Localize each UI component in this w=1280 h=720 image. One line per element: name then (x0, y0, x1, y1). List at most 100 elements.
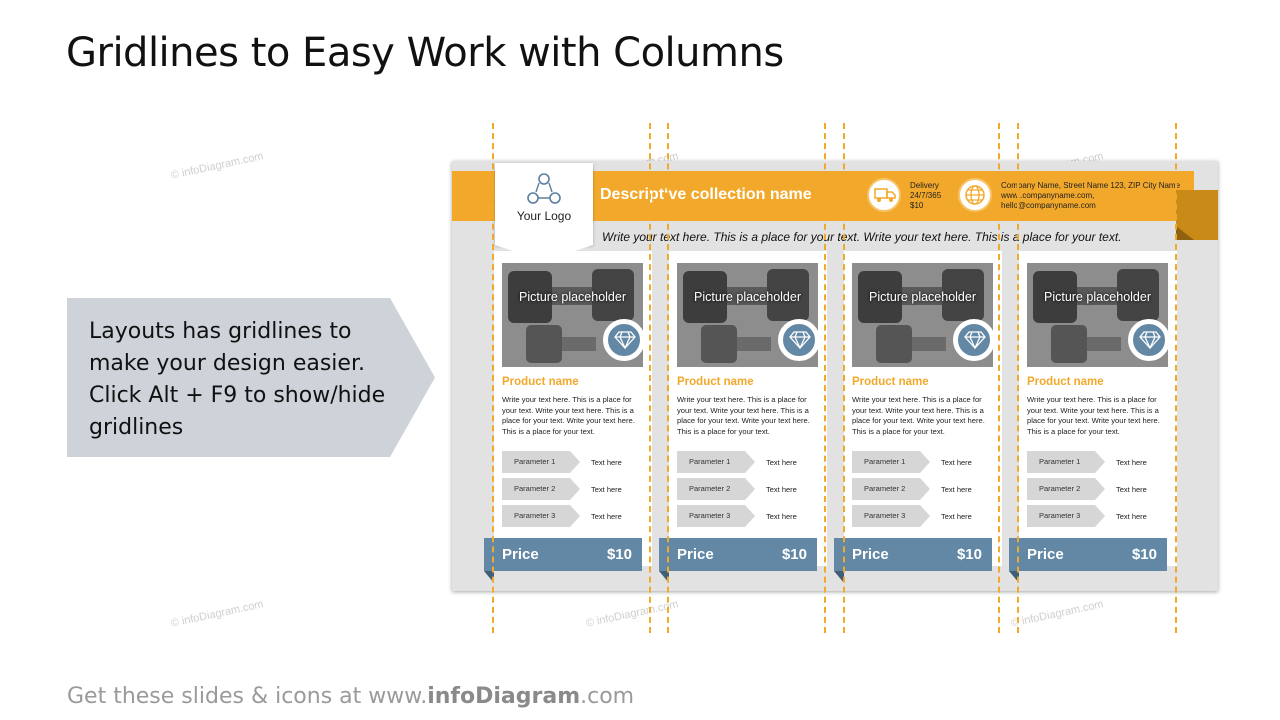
product-name: Product name (502, 376, 579, 388)
parameter-label: Parameter 2 (1039, 484, 1081, 493)
parameter-chip: Parameter 3 (677, 505, 755, 527)
parameter-value: Text here (1116, 512, 1147, 521)
footer-suffix: .com (580, 684, 635, 709)
collection-name: Descriptʻve collection name (600, 186, 812, 203)
column-gridline (667, 123, 669, 633)
product-description: Write your text here. This is a place fo… (1027, 395, 1160, 436)
watermark: © infoDiagram.com (584, 598, 680, 630)
parameter-row: Parameter 1 Text here (852, 451, 997, 473)
watermark: © infoDiagram.com (169, 598, 265, 630)
diamond-badge (1128, 319, 1170, 361)
parameter-value: Text here (941, 512, 972, 521)
parameter-value: Text here (1116, 485, 1147, 494)
parameter-label: Parameter 2 (864, 484, 906, 493)
contact-line: Company Name, Street Name 123, ZIP City … (1001, 181, 1181, 190)
price-bar: Price $10 (659, 538, 817, 571)
header-fold (1176, 190, 1218, 240)
parameter-label: Parameter 3 (689, 511, 731, 520)
diamond-icon (789, 331, 811, 349)
parameter-chip: Parameter 2 (1027, 478, 1105, 500)
parameter-value: Text here (766, 458, 797, 467)
globe-icon (965, 185, 985, 205)
parameter-row: Parameter 2 Text here (1027, 478, 1172, 500)
parameter-chip: Parameter 2 (677, 478, 755, 500)
price-bar: Price $10 (1009, 538, 1167, 571)
column-gridline (649, 123, 651, 633)
price-label: Price (677, 546, 714, 563)
chip-shape (1027, 451, 1105, 473)
price-bar: Price $10 (484, 538, 642, 571)
picture-placeholder: Picture placeholder (502, 263, 643, 367)
slide-title: Gridlines to Easy Work with Columns (66, 30, 784, 76)
tagline: Write your text here. This is a place fo… (602, 230, 1122, 244)
chip-shape (502, 451, 580, 473)
picture-label: Picture placeholder (518, 290, 626, 304)
contact-info: Company Name, Street Name 123, ZIP City … (1001, 181, 1180, 211)
parameter-label: Parameter 3 (864, 511, 906, 520)
diamond-badge (778, 319, 820, 361)
price-fold (1009, 571, 1019, 583)
dumbbell-image (502, 263, 643, 367)
product-card: Picture placeholder Product name Write y… (844, 251, 1002, 566)
product-card: Picture placeholder Product name Write y… (1019, 251, 1177, 566)
price-fold (834, 571, 844, 583)
diamond-icon (964, 331, 986, 349)
chip-shape (677, 451, 755, 473)
product-card: Picture placeholder Product name Write y… (669, 251, 827, 566)
parameter-row: Parameter 3 Text here (502, 505, 647, 527)
parameter-value: Text here (766, 512, 797, 521)
delivery-line: 24/7/365 (910, 191, 942, 200)
diamond-icon (614, 331, 636, 349)
parameter-label: Parameter 1 (689, 457, 731, 466)
parameter-chip: Parameter 3 (852, 505, 930, 527)
picture-label: Picture placeholder (1043, 290, 1151, 304)
parameter-row: Parameter 1 Text here (1027, 451, 1172, 473)
price-label: Price (502, 546, 539, 563)
parameter-label: Parameter 1 (1039, 457, 1081, 466)
price-fold (484, 571, 494, 583)
brochure-preview: Your Logo Descriptʻve collection name De… (452, 161, 1218, 591)
product-card: Picture placeholder Product name Write y… (494, 251, 652, 566)
parameter-chip: Parameter 1 (852, 451, 930, 473)
chip-shape (852, 505, 930, 527)
parameter-label: Parameter 1 (864, 457, 906, 466)
product-name: Product name (677, 376, 754, 388)
chip-shape (1027, 505, 1105, 527)
product-name: Product name (1027, 376, 1104, 388)
column-gridline (824, 123, 826, 633)
web-badge (958, 178, 992, 212)
watermark: © infoDiagram.com (1009, 598, 1105, 630)
contact-line: hello@companyname.com (1001, 201, 1096, 210)
parameter-chip: Parameter 3 (1027, 505, 1105, 527)
parameter-label: Parameter 3 (1039, 511, 1081, 520)
chip-shape (502, 478, 580, 500)
logo-tab: Your Logo (495, 163, 593, 245)
parameter-chip: Parameter 1 (677, 451, 755, 473)
parameter-value: Text here (941, 458, 972, 467)
chip-shape (502, 505, 580, 527)
parameter-chip: Parameter 2 (502, 478, 580, 500)
footer-brand: infoDiagram (427, 684, 581, 709)
parameter-label: Parameter 2 (689, 484, 731, 493)
parameter-row: Parameter 3 Text here (677, 505, 822, 527)
diamond-badge (953, 319, 995, 361)
picture-label: Picture placeholder (693, 290, 801, 304)
product-description: Write your text here. This is a place fo… (677, 395, 810, 436)
parameter-value: Text here (591, 512, 622, 521)
parameter-row: Parameter 2 Text here (677, 478, 822, 500)
dumbbell-image (1027, 263, 1168, 367)
diamond-icon (1139, 331, 1161, 349)
chip-shape (1027, 478, 1105, 500)
column-gridline (1017, 123, 1019, 633)
picture-label: Picture placeholder (868, 290, 976, 304)
price-value: $10 (956, 546, 982, 563)
delivery-line: Delivery (910, 181, 939, 190)
chip-shape (677, 505, 755, 527)
footer-prefix: Get these slides & icons at www. (67, 684, 428, 709)
parameter-row: Parameter 3 Text here (1027, 505, 1172, 527)
picture-placeholder: Picture placeholder (677, 263, 818, 367)
diamond-badge (603, 319, 645, 361)
price-value: $10 (781, 546, 807, 563)
price-label: Price (852, 546, 889, 563)
parameter-value: Text here (591, 485, 622, 494)
